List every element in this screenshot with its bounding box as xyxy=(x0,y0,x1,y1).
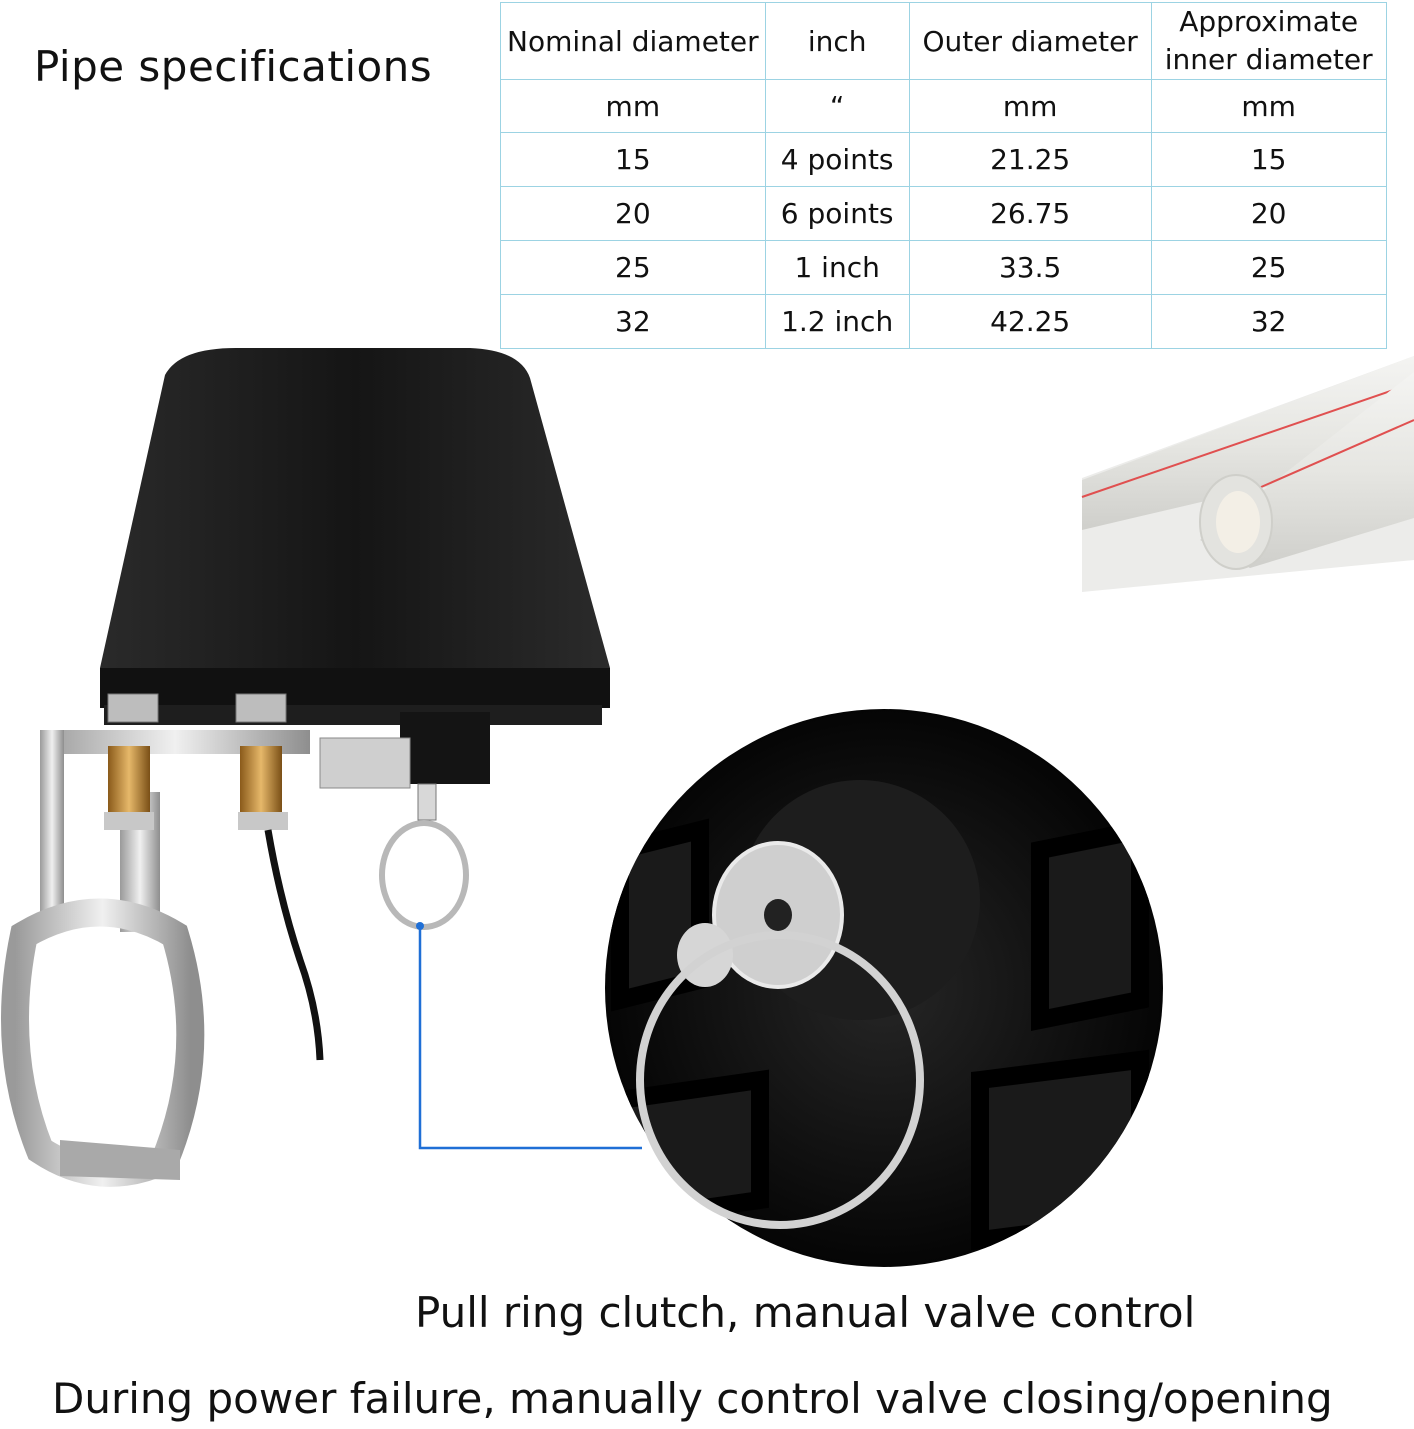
table-cell: 33.5 xyxy=(908,240,1152,295)
table-cell: 6 points xyxy=(764,186,910,241)
table-cell: 1 inch xyxy=(764,240,910,295)
table-cell: 32 xyxy=(1150,294,1387,349)
page-title: Pipe specifications xyxy=(34,42,433,91)
callout-line xyxy=(418,926,642,1150)
table-cell: 20 xyxy=(1150,186,1387,241)
table-cell: 25 xyxy=(1150,240,1387,295)
pull-ring-closeup xyxy=(605,709,1163,1267)
caption-pull-ring: Pull ring clutch, manual valve control xyxy=(415,1288,1196,1337)
table-row: 25 1 inch 33.5 25 xyxy=(500,240,1387,295)
table-header-row: Nominal diameter inch Outer diameter App… xyxy=(500,2,1387,80)
caption-power-failure: During power failure, manually control v… xyxy=(52,1374,1333,1423)
table-cell: 32 xyxy=(500,294,766,349)
header-nominal-diameter: Nominal diameter xyxy=(500,2,766,80)
table-cell: 4 points xyxy=(764,132,910,187)
table-cell: 15 xyxy=(1150,132,1387,187)
table-cell: 25 xyxy=(500,240,766,295)
table-units-row: mm “ mm mm xyxy=(500,79,1387,133)
unit-cell: mm xyxy=(500,79,766,133)
table-cell: 21.25 xyxy=(908,132,1152,187)
table-row: 15 4 points 21.25 15 xyxy=(500,132,1387,187)
pipe-spec-table: Nominal diameter inch Outer diameter App… xyxy=(500,2,1387,349)
unit-cell: mm xyxy=(1150,79,1387,133)
header-inner-diameter: Approximate inner diameter xyxy=(1150,2,1387,80)
table-cell: 42.25 xyxy=(908,294,1152,349)
header-outer-diameter: Outer diameter xyxy=(908,2,1152,80)
pipe-photo xyxy=(1081,356,1414,592)
table-row: 20 6 points 26.75 20 xyxy=(500,186,1387,241)
unit-cell: “ xyxy=(764,79,910,133)
table-row: 32 1.2 inch 42.25 32 xyxy=(500,294,1387,349)
valve-actuator xyxy=(1,347,610,1187)
table-cell: 1.2 inch xyxy=(764,294,910,349)
